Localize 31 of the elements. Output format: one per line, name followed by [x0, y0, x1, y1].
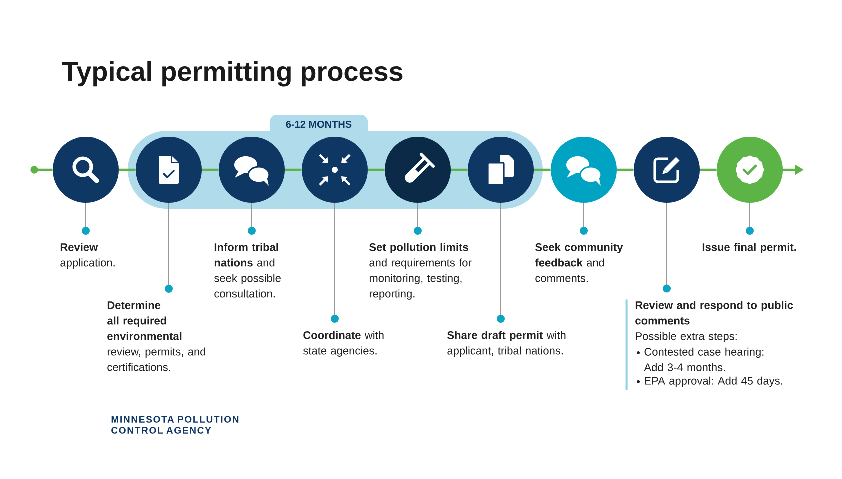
step-text: Determine all required environmental review, permits, and certifications. [108, 301, 206, 372]
timeline-line [368, 168, 385, 172]
step-text: Set pollution limits and requirements for monitoring, testing, reporting. [370, 243, 472, 300]
leader-line [165, 202, 173, 293]
list-item: Contested case hearing: Add 3-4 months. [644, 348, 764, 372]
list-item: EPA approval: Add 45 days. [645, 376, 782, 388]
step-text: Coordinate with state agencies. [304, 331, 384, 357]
leader-line [82, 202, 90, 235]
step-text: Share draft permit with applicant, tribal nations. [448, 331, 566, 357]
leader-line [497, 202, 505, 323]
agency-name: MINNESOTA POLLUTION CONTROL AGENCY [112, 416, 239, 434]
timeline-line [119, 168, 136, 172]
step-text: Issue final permit. [702, 243, 796, 254]
step-text: Inform tribal nations and seek possible consultation. [214, 243, 281, 298]
leader-line [414, 202, 422, 235]
leader-line [331, 202, 339, 323]
step-text: Seek community feedback and comments. [535, 243, 624, 282]
timeline-line [534, 168, 551, 172]
node-label: 6-12 MONTHS [286, 120, 352, 128]
timeline-line [202, 168, 219, 172]
step-text: Review and respond to public comments Possible extra steps: [636, 301, 794, 342]
timeline-line [285, 168, 302, 172]
leader-line [663, 202, 671, 293]
timeline-line [700, 168, 717, 172]
leader-line [746, 202, 754, 235]
step-text: Review application. [60, 243, 115, 269]
leader-line [580, 202, 588, 235]
timeline-line [451, 168, 468, 172]
title: Typical permitting process [62, 61, 403, 87]
timeline-line [617, 168, 634, 172]
leader-line [248, 202, 256, 235]
